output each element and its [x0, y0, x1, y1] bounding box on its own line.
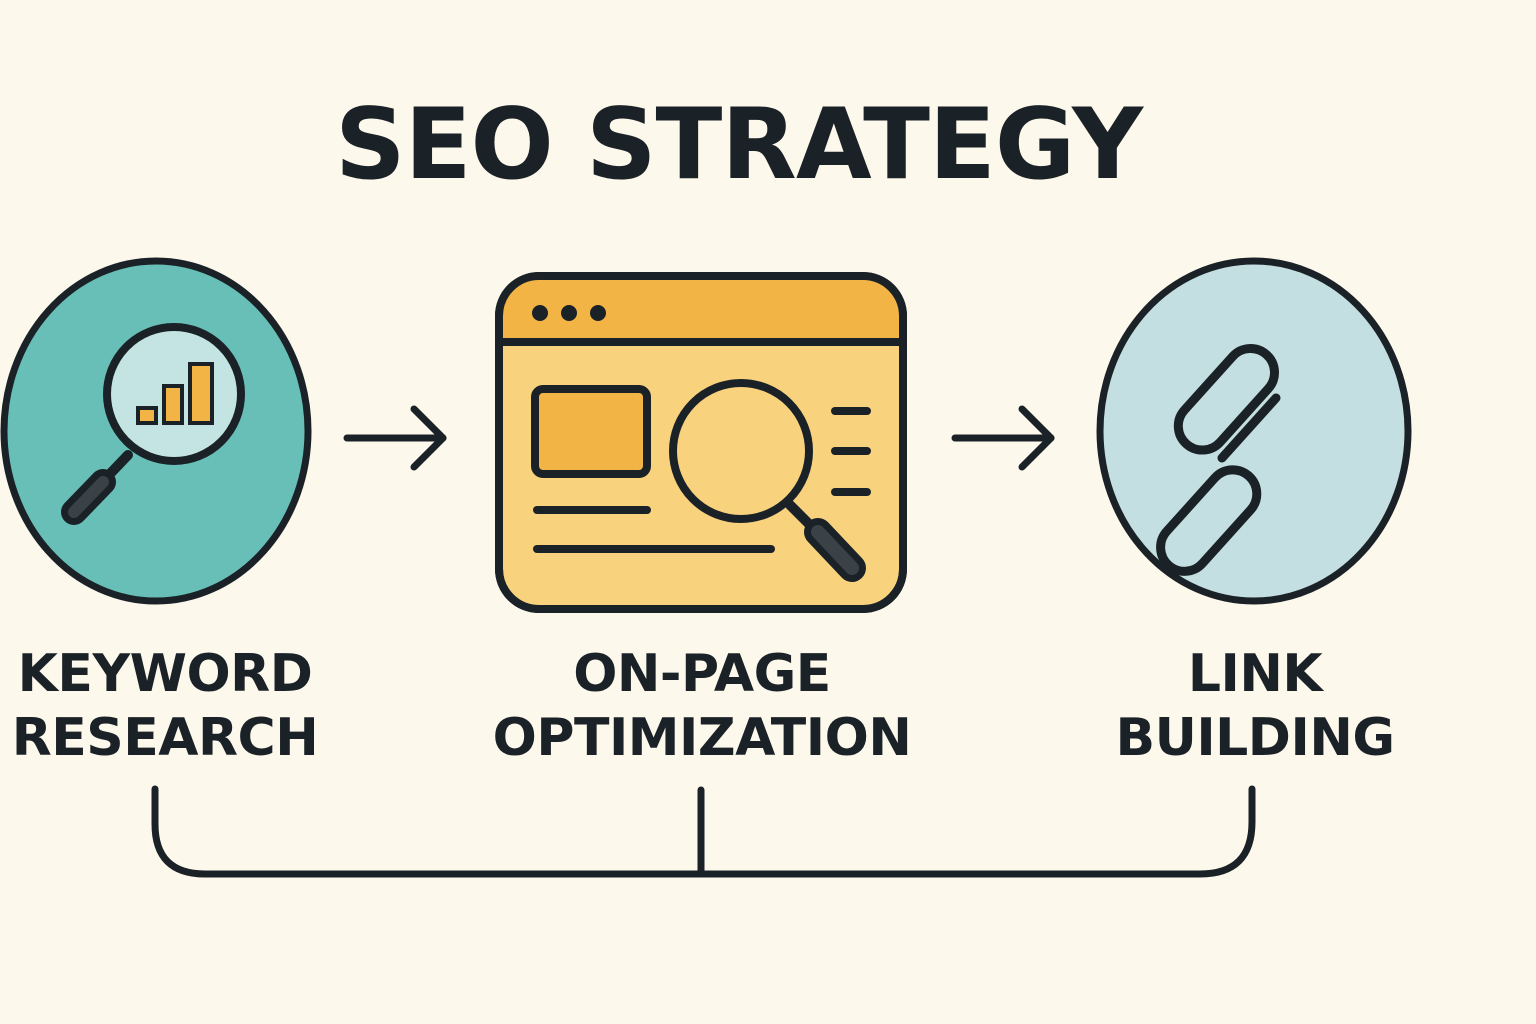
bar-chart-icon	[136, 362, 214, 425]
step-label-line: KEYWORD	[17, 644, 313, 704]
chain-link-icon	[1096, 257, 1412, 605]
arrow-right-icon	[343, 405, 447, 471]
step-label-line: RESEARCH	[11, 708, 319, 768]
step-label-keyword-research: KEYWORD RESEARCH	[0, 642, 330, 770]
step-label-line: LINK	[1187, 644, 1323, 704]
arrow-right-icon	[951, 405, 1055, 471]
keyword-search-icon	[0, 257, 312, 605]
bracket-connector	[151, 785, 1256, 878]
step-label-link-building: LINK BUILDING	[1090, 642, 1420, 770]
magnifier-icon	[669, 379, 866, 582]
web-page-icon	[495, 272, 907, 613]
step-label-line: OPTIMIZATION	[492, 708, 912, 768]
step-label-on-page-optimization: ON-PAGE OPTIMIZATION	[462, 642, 942, 770]
step-label-line: ON-PAGE	[573, 644, 831, 704]
step-label-line: BUILDING	[1115, 708, 1395, 768]
page-title: SEO STRATEGY	[335, 88, 1143, 202]
